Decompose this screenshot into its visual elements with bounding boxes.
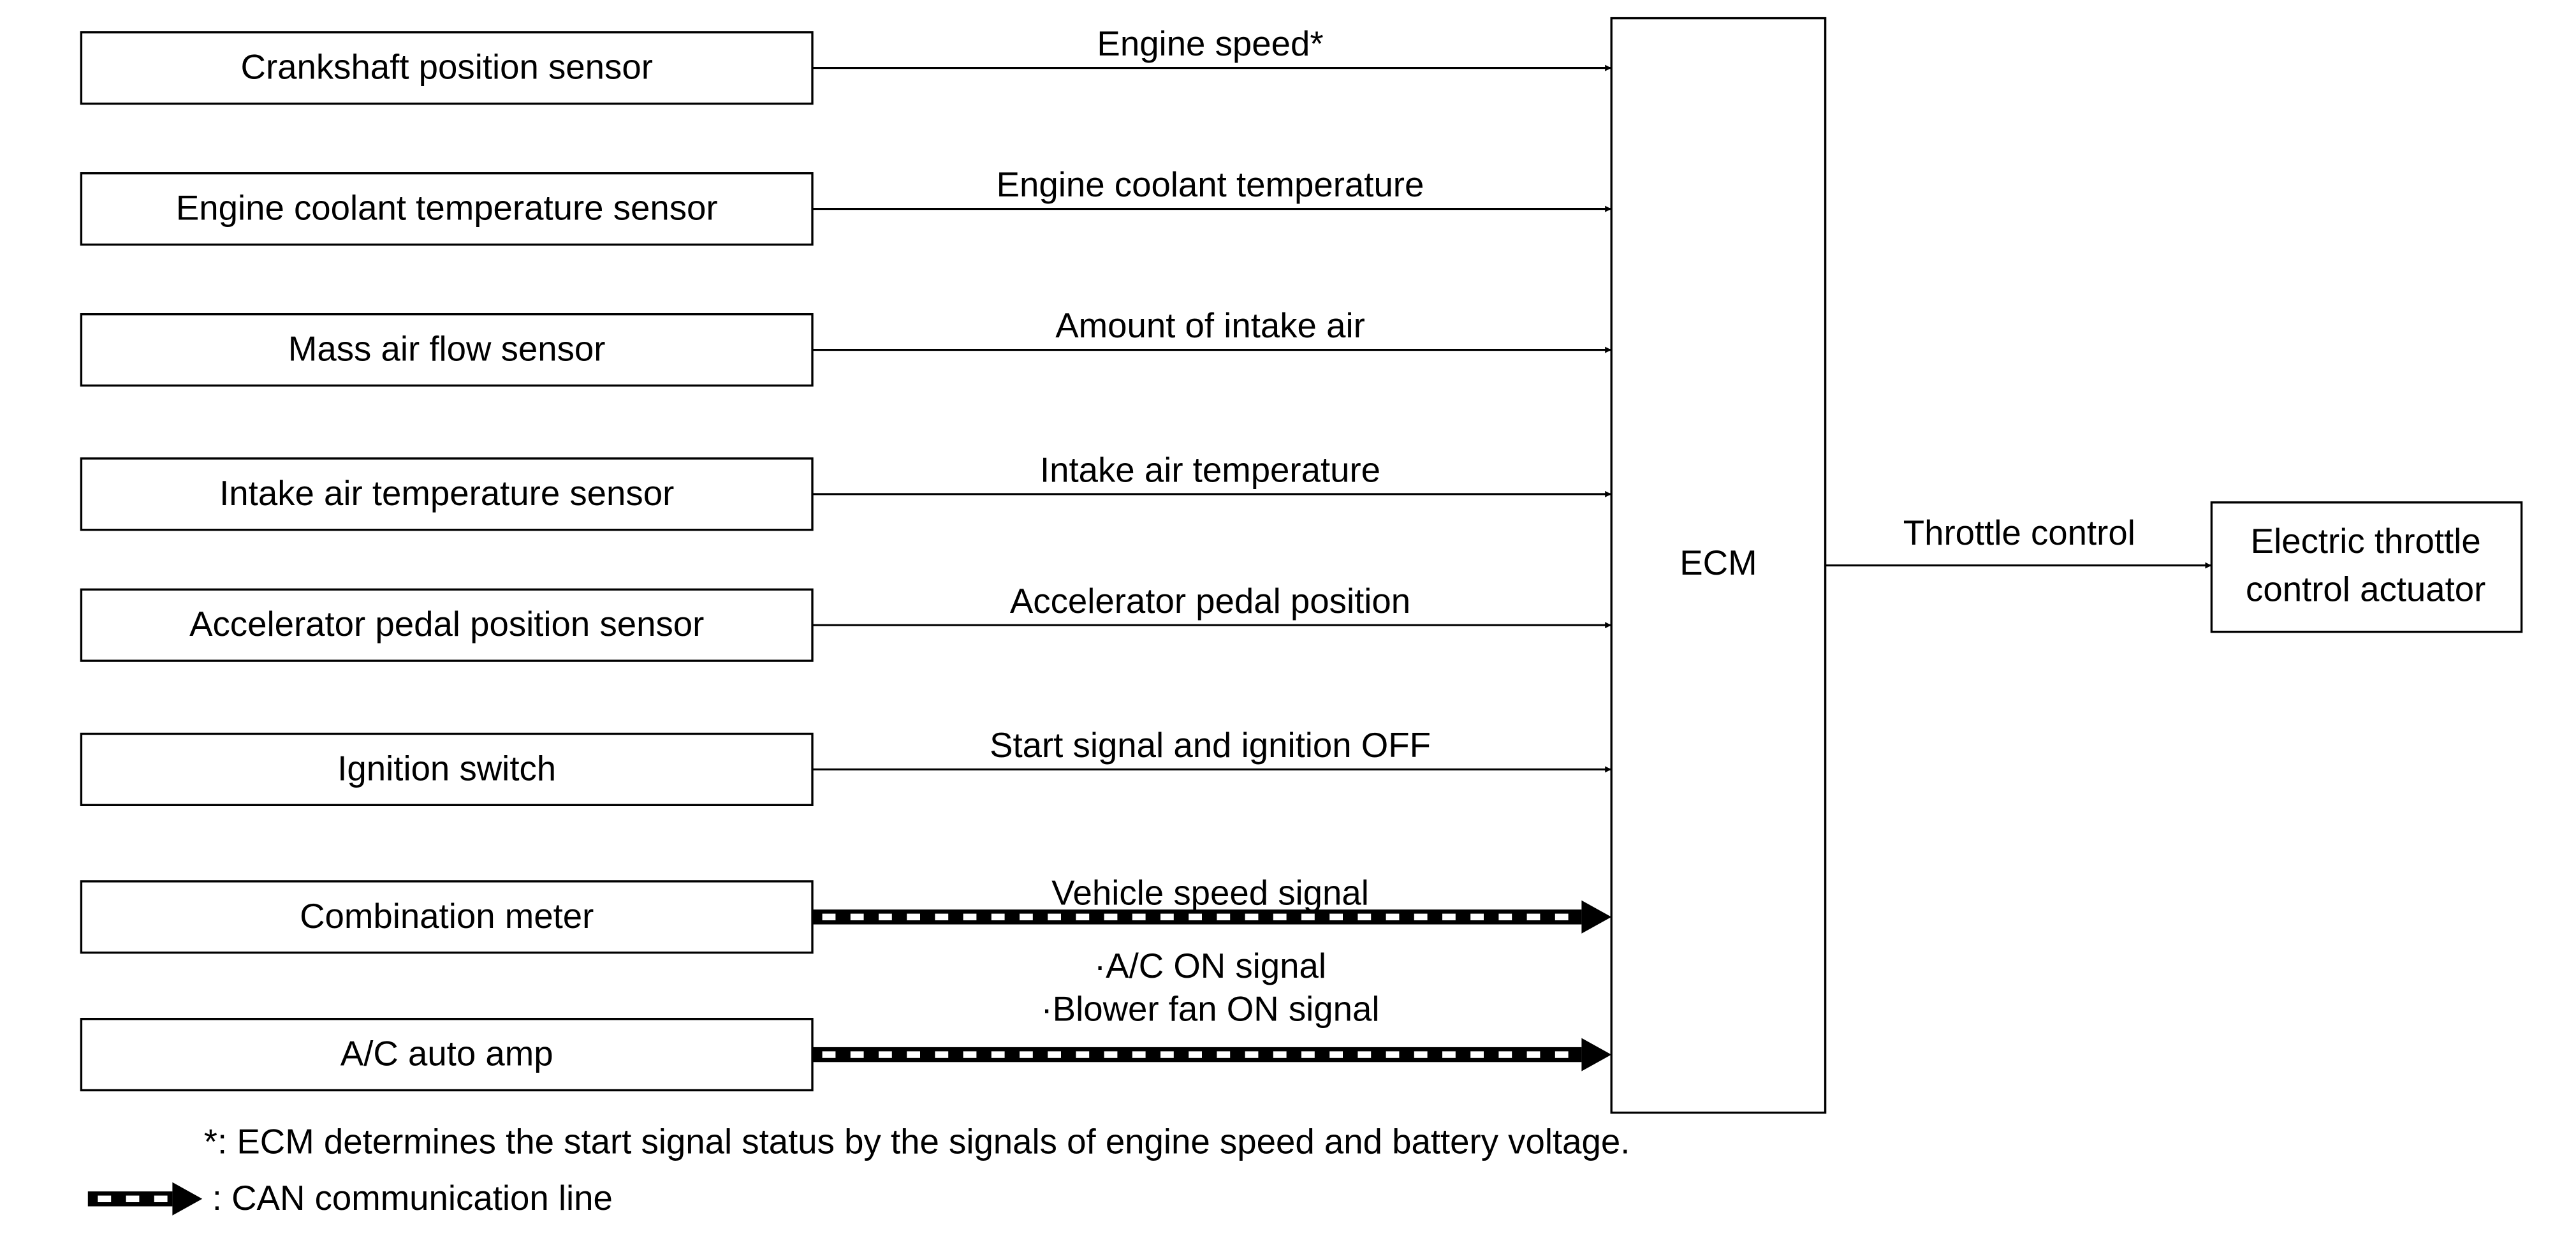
sensor-6-can-line-dash: [1160, 913, 1174, 920]
sensor-1-label: Engine coolant temperature sensor: [176, 189, 718, 228]
sensor-6-can-line-dash: [1301, 913, 1315, 920]
sensor-7-can-line-dash: [935, 1051, 949, 1058]
sensor-5-signal-label: Start signal and ignition OFF: [990, 726, 1431, 765]
throttle-control-label: Throttle control: [1903, 513, 2135, 552]
sensor-7-can-line-dash: [1189, 1051, 1202, 1058]
sensor-6-can-line-arrow: [1581, 900, 1612, 934]
sensor-7-can-line-dash: [1414, 1051, 1428, 1058]
sensor-6-can-line-dash: [1329, 913, 1343, 920]
sensor-6-can-line-dash: [1020, 913, 1033, 920]
sensor-6-can-line-dash: [1470, 913, 1484, 920]
actuator-label-0: Electric throttle: [2251, 522, 2481, 561]
sensor-6-can-line-dash: [1358, 913, 1372, 920]
sensor-5-label: Ignition switch: [337, 749, 556, 788]
sensor-6-can-line-dash: [935, 913, 949, 920]
sensor-7-can-line-dash: [1442, 1051, 1456, 1058]
sensor-6-can-line-dash: [1245, 913, 1259, 920]
sensor-4-box: [80, 588, 814, 662]
sensor-6-can-line-dash: [1048, 913, 1061, 920]
sensor-7-can-line-dash: [1104, 1051, 1118, 1058]
sensor-1-box: [80, 172, 814, 246]
sensor-7-can-line-dash: [1386, 1051, 1400, 1058]
sensor-6-can-line-dash: [1217, 913, 1231, 920]
sensor-7-can-line-dash: [850, 1051, 864, 1058]
sensor-7-box: [80, 1018, 814, 1092]
sensor-6-box: [80, 880, 814, 954]
sensor-7-can-line-dash: [1132, 1051, 1146, 1058]
ecm-label: ECM: [1680, 543, 1757, 582]
sensor-5-box: [80, 732, 814, 806]
sensor-6-can-line: [812, 900, 1612, 934]
sensor-7-can-line-dash: [907, 1051, 920, 1058]
sensor-7-can-line: [812, 1038, 1612, 1071]
sensor-6-can-line-dash: [1414, 913, 1428, 920]
sensor-6-can-line-dash: [907, 913, 920, 920]
sensor-7-can-line-dash: [1076, 1051, 1090, 1058]
sensor-7-signal-label-0: ·A/C ON signal: [1094, 946, 1326, 985]
sensor-6-can-line-dash: [1442, 913, 1456, 920]
sensor-7-can-line-dash: [879, 1051, 892, 1058]
sensor-7-signal-label-1: ·Blower fan ON signal: [1041, 989, 1380, 1028]
sensor-7-can-line-dash: [1358, 1051, 1372, 1058]
sensor-7-can-line-dash: [1020, 1051, 1033, 1058]
sensor-7-can-line-dash: [1526, 1051, 1540, 1058]
sensor-7-can-line-dash: [1329, 1051, 1343, 1058]
sensor-6-label: Combination meter: [300, 897, 594, 936]
sensor-6-can-line-dash: [1386, 913, 1400, 920]
legend-can-symbol: [87, 1182, 203, 1216]
footnote-text: *: ECM determines the start signal statu…: [204, 1122, 1630, 1161]
sensor-2-box: [80, 313, 814, 387]
sensor-6-can-line-dash: [1076, 913, 1090, 920]
sensor-7-can-line-dash: [1470, 1051, 1484, 1058]
sensor-7-can-line-arrow: [1581, 1038, 1612, 1071]
sensor-7-can-line-dash: [822, 1051, 836, 1058]
sensor-4-signal-label: Accelerator pedal position: [1010, 582, 1410, 621]
sensor-7-can-line-dash: [991, 1051, 1005, 1058]
sensor-6-can-line-dash: [1555, 913, 1569, 920]
ecm-box: [1610, 17, 1827, 1114]
sensor-6-can-line-dash: [1526, 913, 1540, 920]
legend-can-label: : CAN communication line: [212, 1179, 613, 1218]
sensor-3-signal-label: Intake air temperature: [1040, 450, 1380, 489]
actuator-box: [2210, 501, 2523, 633]
sensor-6-can-line-dash: [963, 913, 977, 920]
sensor-6-signal-label: Vehicle speed signal: [1051, 873, 1369, 912]
sensor-3-label: Intake air temperature sensor: [219, 474, 674, 513]
sensor-7-can-line-dash: [1555, 1051, 1569, 1058]
sensor-7-can-line-dash: [1160, 1051, 1174, 1058]
sensor-7-can-line-dash: [1217, 1051, 1231, 1058]
sensor-6-can-line-dash: [1132, 913, 1146, 920]
sensor-7-can-line-dash: [1301, 1051, 1315, 1058]
sensor-6-can-line-dash: [850, 913, 864, 920]
sensor-7-label: A/C auto amp: [340, 1034, 553, 1073]
sensor-2-signal-label: Amount of intake air: [1055, 306, 1365, 345]
sensor-6-can-line-dash: [1189, 913, 1202, 920]
sensor-0-signal-label: Engine speed*: [1097, 24, 1323, 63]
sensor-4-label: Accelerator pedal position sensor: [189, 605, 704, 644]
sensor-7-can-line-dash: [963, 1051, 977, 1058]
legend-can-symbol-dash: [154, 1195, 168, 1202]
sensor-1-signal-label: Engine coolant temperature: [997, 165, 1424, 204]
sensor-0-box: [80, 31, 814, 105]
sensor-7-can-line-dash: [1498, 1051, 1512, 1058]
sensor-0-label: Crankshaft position sensor: [241, 48, 653, 87]
sensor-6-can-line-dash: [991, 913, 1005, 920]
sensor-7-can-line-dash: [1048, 1051, 1061, 1058]
sensor-7-can-line-dash: [1245, 1051, 1259, 1058]
sensor-6-can-line-dash: [822, 913, 836, 920]
sensor-6-can-line-dash: [1104, 913, 1118, 920]
sensor-6-can-line-dash: [1273, 913, 1287, 920]
sensor-7-can-line-dash: [1273, 1051, 1287, 1058]
legend-can-symbol-dash: [126, 1195, 140, 1202]
sensor-6-can-line-dash: [1498, 913, 1512, 920]
legend-can-symbol-arrow: [172, 1182, 203, 1216]
legend-can-symbol-dash: [98, 1195, 112, 1202]
sensor-6-can-line-dash: [879, 913, 892, 920]
sensor-2-label: Mass air flow sensor: [288, 330, 606, 369]
actuator-label-1: control actuator: [2246, 570, 2485, 609]
